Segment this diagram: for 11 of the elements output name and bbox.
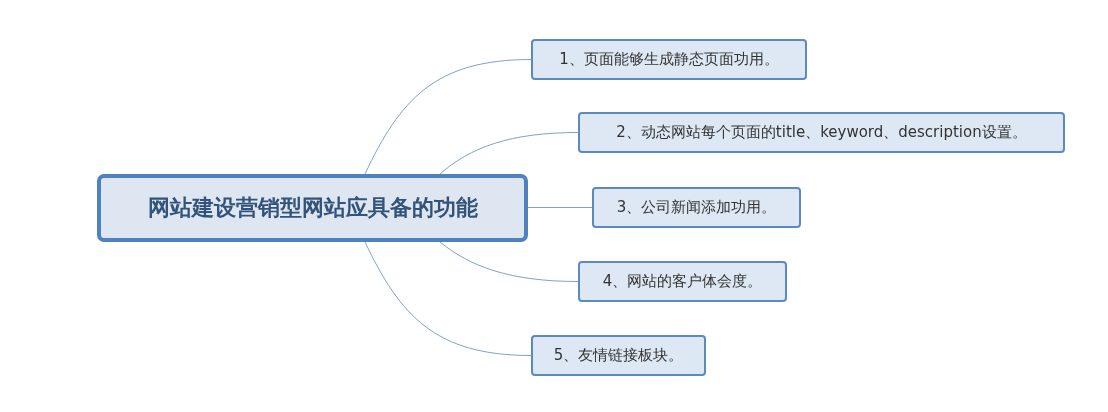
subtopic-box: 1、页面能够生成静态页面功用。 bbox=[531, 39, 807, 80]
subtopic-box: 3、公司新闻添加功用。 bbox=[592, 187, 801, 228]
connector-line bbox=[364, 241, 532, 356]
subtopic-box: 4、网站的客户体会度。 bbox=[578, 261, 787, 302]
connector-line bbox=[364, 59, 532, 175]
connector-line bbox=[439, 241, 579, 282]
connector-line bbox=[439, 132, 579, 175]
subtopic-box: 2、动态网站每个页面的title、keyword、description设置。 bbox=[578, 112, 1065, 153]
topic-box: 网站建设营销型网站应具备的功能 bbox=[97, 174, 528, 242]
subtopic-box: 5、友情链接板块。 bbox=[531, 335, 706, 376]
connector-line bbox=[527, 207, 593, 208]
